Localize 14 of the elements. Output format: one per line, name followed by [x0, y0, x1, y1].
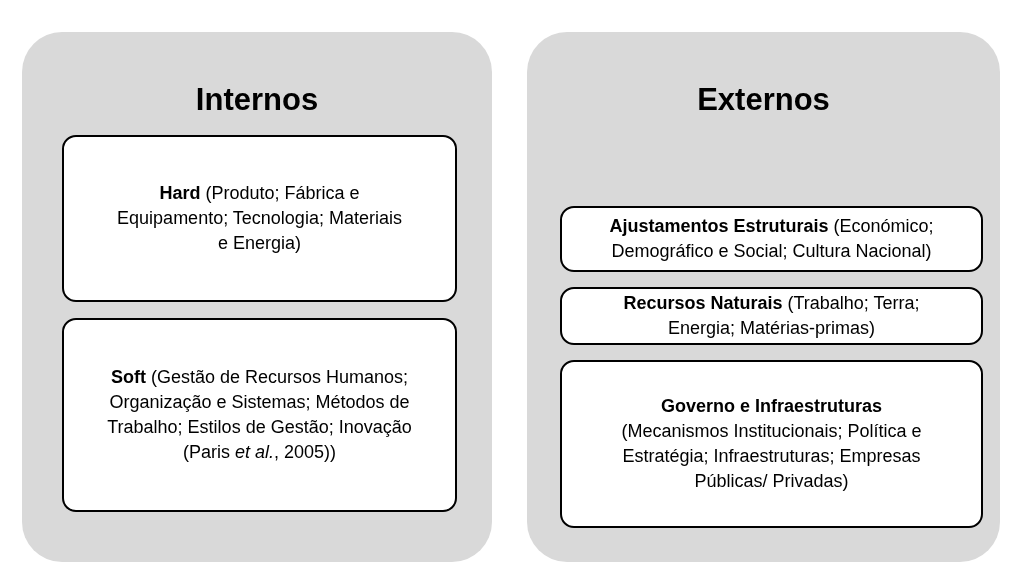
factor-text: Ajustamentos Estruturais (Económico; Demográfico e Social; Cultura Nacional) [608, 215, 935, 263]
panel-title: Internos [194, 81, 320, 119]
panel-title: Externos [696, 81, 831, 119]
factor-box [560, 206, 983, 272]
factor-text: Soft (Gestão de Recursos Humanos; Organização e Sistemas; Métodos de Trabalho; Estilos de Gestão; Inovação (Paris et al., 2005)) [106, 366, 413, 464]
group-panel [22, 32, 492, 562]
factor-box [560, 360, 983, 528]
factor-box [62, 135, 457, 302]
factor-text: Recursos Naturais (Trabalho; Terra; Energia; Matérias-primas) [622, 292, 921, 340]
factor-text: Hard (Produto; Fábrica e Equipamento; Tecnologia; Materiais e Energia) [116, 182, 403, 255]
group-panel [527, 32, 1000, 562]
factor-text: Governo e Infraestruturas (Mecanismos Institucionais; Política e Estratégia; Infraestruturas; Empresas Públicas/ Privadas) [620, 395, 923, 493]
factor-box [62, 318, 457, 512]
factor-box [560, 287, 983, 345]
